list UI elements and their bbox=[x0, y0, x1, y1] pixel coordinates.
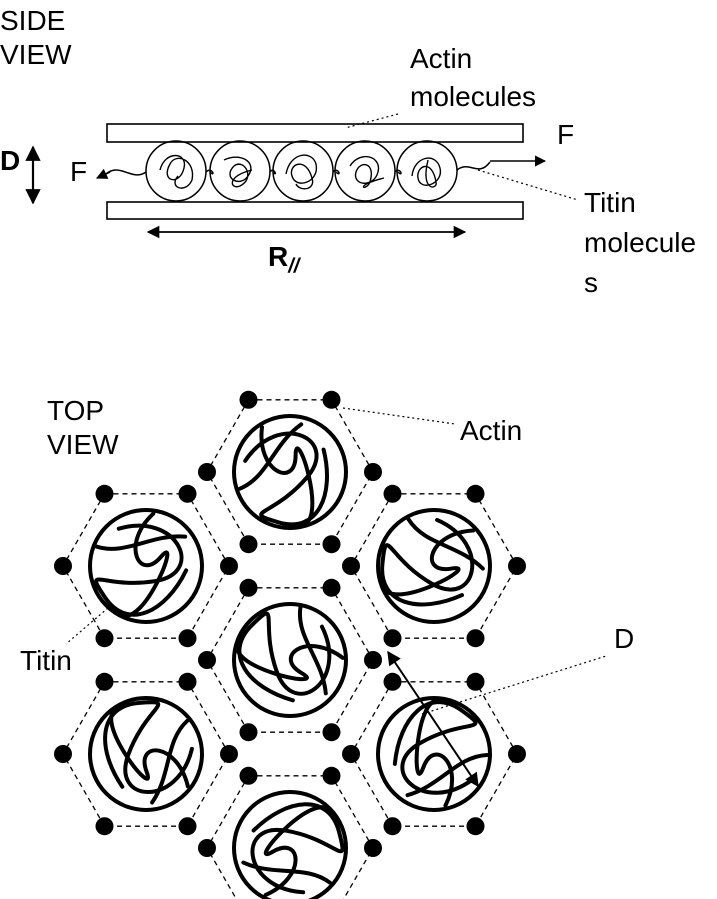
actin-dot bbox=[198, 651, 216, 669]
actin-dots bbox=[54, 390, 526, 857]
actin-dot bbox=[239, 578, 258, 597]
actin-dot bbox=[383, 672, 402, 691]
actin-dot bbox=[383, 817, 402, 836]
titin-coil-strand bbox=[241, 802, 345, 897]
force-arrow-left bbox=[95, 168, 111, 179]
actin-dot bbox=[198, 839, 216, 857]
actin-dot bbox=[322, 535, 341, 554]
titin-bead-5 bbox=[396, 140, 458, 202]
titin-label-line2: molecule bbox=[584, 227, 697, 258]
actin-dot bbox=[466, 672, 485, 691]
actin-dot bbox=[95, 484, 114, 503]
titin-coil-strand bbox=[380, 517, 485, 607]
actin-dot bbox=[342, 745, 360, 763]
top-spacing-label-d: D bbox=[614, 623, 635, 654]
actin-dot bbox=[95, 672, 114, 691]
actin-plate-top bbox=[106, 123, 524, 143]
actin-dot bbox=[364, 651, 382, 669]
titin-bead-1 bbox=[145, 140, 207, 202]
length-label-r-subscript: // bbox=[288, 255, 300, 278]
actin-plate-bottom bbox=[106, 201, 524, 220]
actin-dot bbox=[239, 390, 258, 409]
top-view-title-line1: TOP bbox=[47, 395, 105, 426]
actin-dot bbox=[322, 766, 341, 785]
actin-dot bbox=[364, 839, 382, 857]
spacing-label-d: D bbox=[0, 145, 21, 176]
top-view-title-line2: VIEW bbox=[47, 429, 119, 460]
actin-label-line2: molecules bbox=[410, 81, 537, 112]
titin-coil-strand bbox=[235, 605, 345, 703]
actin-dot bbox=[322, 723, 341, 742]
actin-dot bbox=[54, 745, 72, 763]
titin-label-line1: Titin bbox=[584, 187, 636, 218]
titin-coil-outline bbox=[88, 696, 204, 812]
titin-label-line3: s bbox=[584, 267, 598, 298]
actin-dot bbox=[239, 723, 258, 742]
length-label-r: R// bbox=[268, 240, 299, 284]
titin-chain bbox=[105, 161, 491, 176]
actin-dot bbox=[383, 629, 402, 648]
actin-dot bbox=[466, 817, 485, 836]
actin-dot bbox=[220, 745, 238, 763]
actin-dot bbox=[95, 629, 114, 648]
actin-dot bbox=[508, 557, 526, 575]
titin-bead-2 bbox=[209, 140, 271, 202]
actin-dot bbox=[322, 578, 341, 597]
top-spacing-arrow-d bbox=[387, 650, 479, 788]
titin-bead-4 bbox=[334, 140, 396, 202]
titin-coil-outline bbox=[232, 414, 348, 530]
actin-dot bbox=[364, 463, 382, 481]
titin-beads bbox=[145, 140, 458, 202]
hexagon-cell bbox=[206, 775, 374, 899]
actin-dot bbox=[239, 766, 258, 785]
titin-coil-outline bbox=[232, 790, 348, 899]
titin-coil-outline bbox=[232, 602, 348, 718]
force-label-right: F bbox=[557, 119, 575, 150]
top-actin-leader-line bbox=[342, 407, 456, 425]
side-view bbox=[25, 113, 579, 239]
top-actin-label: Actin bbox=[460, 415, 523, 446]
titin-coil-strand bbox=[237, 422, 329, 528]
actin-dot bbox=[466, 484, 485, 503]
actin-dot bbox=[178, 817, 197, 836]
top-view bbox=[54, 390, 607, 899]
titin-coil-outline bbox=[376, 508, 492, 624]
actin-dot bbox=[178, 629, 197, 648]
actin-dot bbox=[198, 463, 216, 481]
top-titin-leader-line bbox=[65, 607, 109, 645]
top-titin-label: Titin bbox=[20, 645, 72, 676]
titin-coil-strand bbox=[103, 700, 194, 805]
side-view-title-line1: SIDE bbox=[0, 5, 66, 36]
actin-dot bbox=[322, 390, 341, 409]
actin-dot bbox=[178, 484, 197, 503]
titin-coil-strand bbox=[94, 511, 189, 618]
actin-dot bbox=[383, 484, 402, 503]
actin-leader-line bbox=[344, 113, 399, 129]
actin-dot bbox=[466, 629, 485, 648]
actin-dot bbox=[342, 557, 360, 575]
top-d-leader-line bbox=[421, 655, 607, 715]
actin-dot bbox=[178, 672, 197, 691]
actin-dot bbox=[54, 557, 72, 575]
actin-dot bbox=[95, 817, 114, 836]
titin-leader-line bbox=[477, 169, 579, 201]
actin-dot bbox=[508, 745, 526, 763]
titin-coils bbox=[88, 414, 492, 899]
actin-label-line1: Actin bbox=[410, 43, 473, 74]
length-label-r-main: R bbox=[268, 241, 289, 272]
titin-bead-3 bbox=[272, 140, 334, 202]
titin-coil-outline bbox=[88, 508, 204, 624]
actin-dot bbox=[239, 535, 258, 554]
actin-dot bbox=[220, 557, 238, 575]
side-view-title-line2: VIEW bbox=[0, 39, 72, 70]
force-label-left: F bbox=[70, 156, 88, 187]
